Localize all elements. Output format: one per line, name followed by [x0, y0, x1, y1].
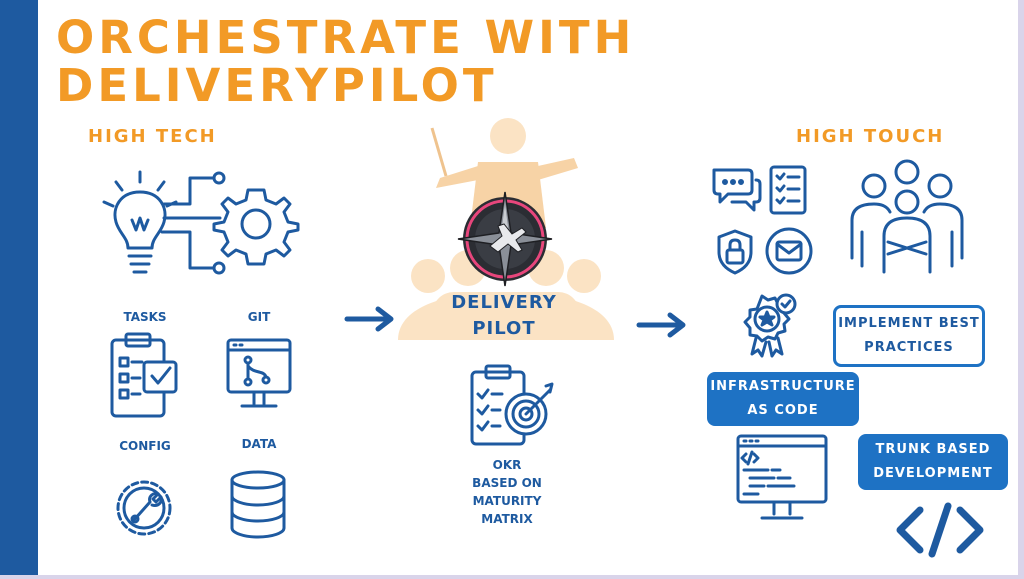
okr-line-2: BASED ON: [472, 476, 542, 490]
wrench-gear-icon: [116, 480, 172, 536]
high-tech-heading: HIGH TECH: [88, 126, 217, 147]
database-icon: [230, 470, 286, 539]
trunk-based-development-box: TRUNK BASED DEVELOPMENT: [858, 434, 1008, 490]
team-people-icon: [850, 159, 964, 274]
arrow-right-2-icon: [636, 312, 686, 338]
title-line-1: ORCHESTRATE WITH: [56, 11, 636, 64]
high-touch-heading: HIGH TOUCH: [796, 126, 945, 147]
arrow-right-1-icon: [344, 306, 394, 332]
config-label: CONFIG: [119, 439, 171, 453]
okr-line-4: MATRIX: [481, 512, 533, 526]
code-monitor-icon: [736, 434, 828, 520]
title-line-2: DELIVERYPILOT: [56, 59, 498, 112]
award-badge-icon: [743, 293, 797, 358]
delivery-label-line-1: DELIVERY: [451, 292, 557, 313]
data-label: DATA: [241, 437, 277, 451]
lightbulb-gear-circuit-icon: [102, 170, 300, 275]
chat-bubbles-icon: [712, 168, 762, 212]
padlock-shield-icon: [717, 229, 753, 275]
git-label: GIT: [247, 310, 271, 324]
git-monitor-icon: [226, 338, 292, 408]
code-brackets-icon: [896, 502, 984, 558]
implement-line-1: IMPLEMENT BEST: [838, 316, 980, 331]
okr-line-1: OKR: [492, 458, 522, 472]
okr-label: OKR BASED ON MATURITY MATRIX: [452, 456, 562, 528]
implement-line-2: PRACTICES: [864, 340, 954, 355]
deliverypilot-compass-logo: [457, 191, 553, 287]
checklist-document-icon: [769, 165, 807, 215]
okr-line-3: MATURITY: [472, 494, 542, 508]
tasks-label: TASKS: [123, 310, 167, 324]
infra-line-1: INFRASTRUCTURE: [710, 379, 856, 394]
infrastructure-as-code-box: INFRASTRUCTURE AS CODE: [707, 372, 859, 426]
mail-circle-icon: [765, 227, 813, 275]
task-checklist-icon: [110, 332, 178, 418]
accent-bar: [0, 0, 38, 575]
slide-title: ORCHESTRATE WITH DELIVERYPILOT: [56, 14, 635, 110]
delivery-label-line-2: PILOT: [472, 318, 536, 339]
trunk-line-2: DEVELOPMENT: [873, 466, 993, 481]
okr-target-checklist-icon: [470, 364, 554, 446]
trunk-line-1: TRUNK BASED: [875, 442, 991, 457]
implement-best-practices-box: IMPLEMENT BEST PRACTICES: [833, 305, 985, 367]
delivery-pilot-label: DELIVERY PILOT: [434, 290, 574, 342]
infra-line-2: AS CODE: [747, 403, 819, 418]
